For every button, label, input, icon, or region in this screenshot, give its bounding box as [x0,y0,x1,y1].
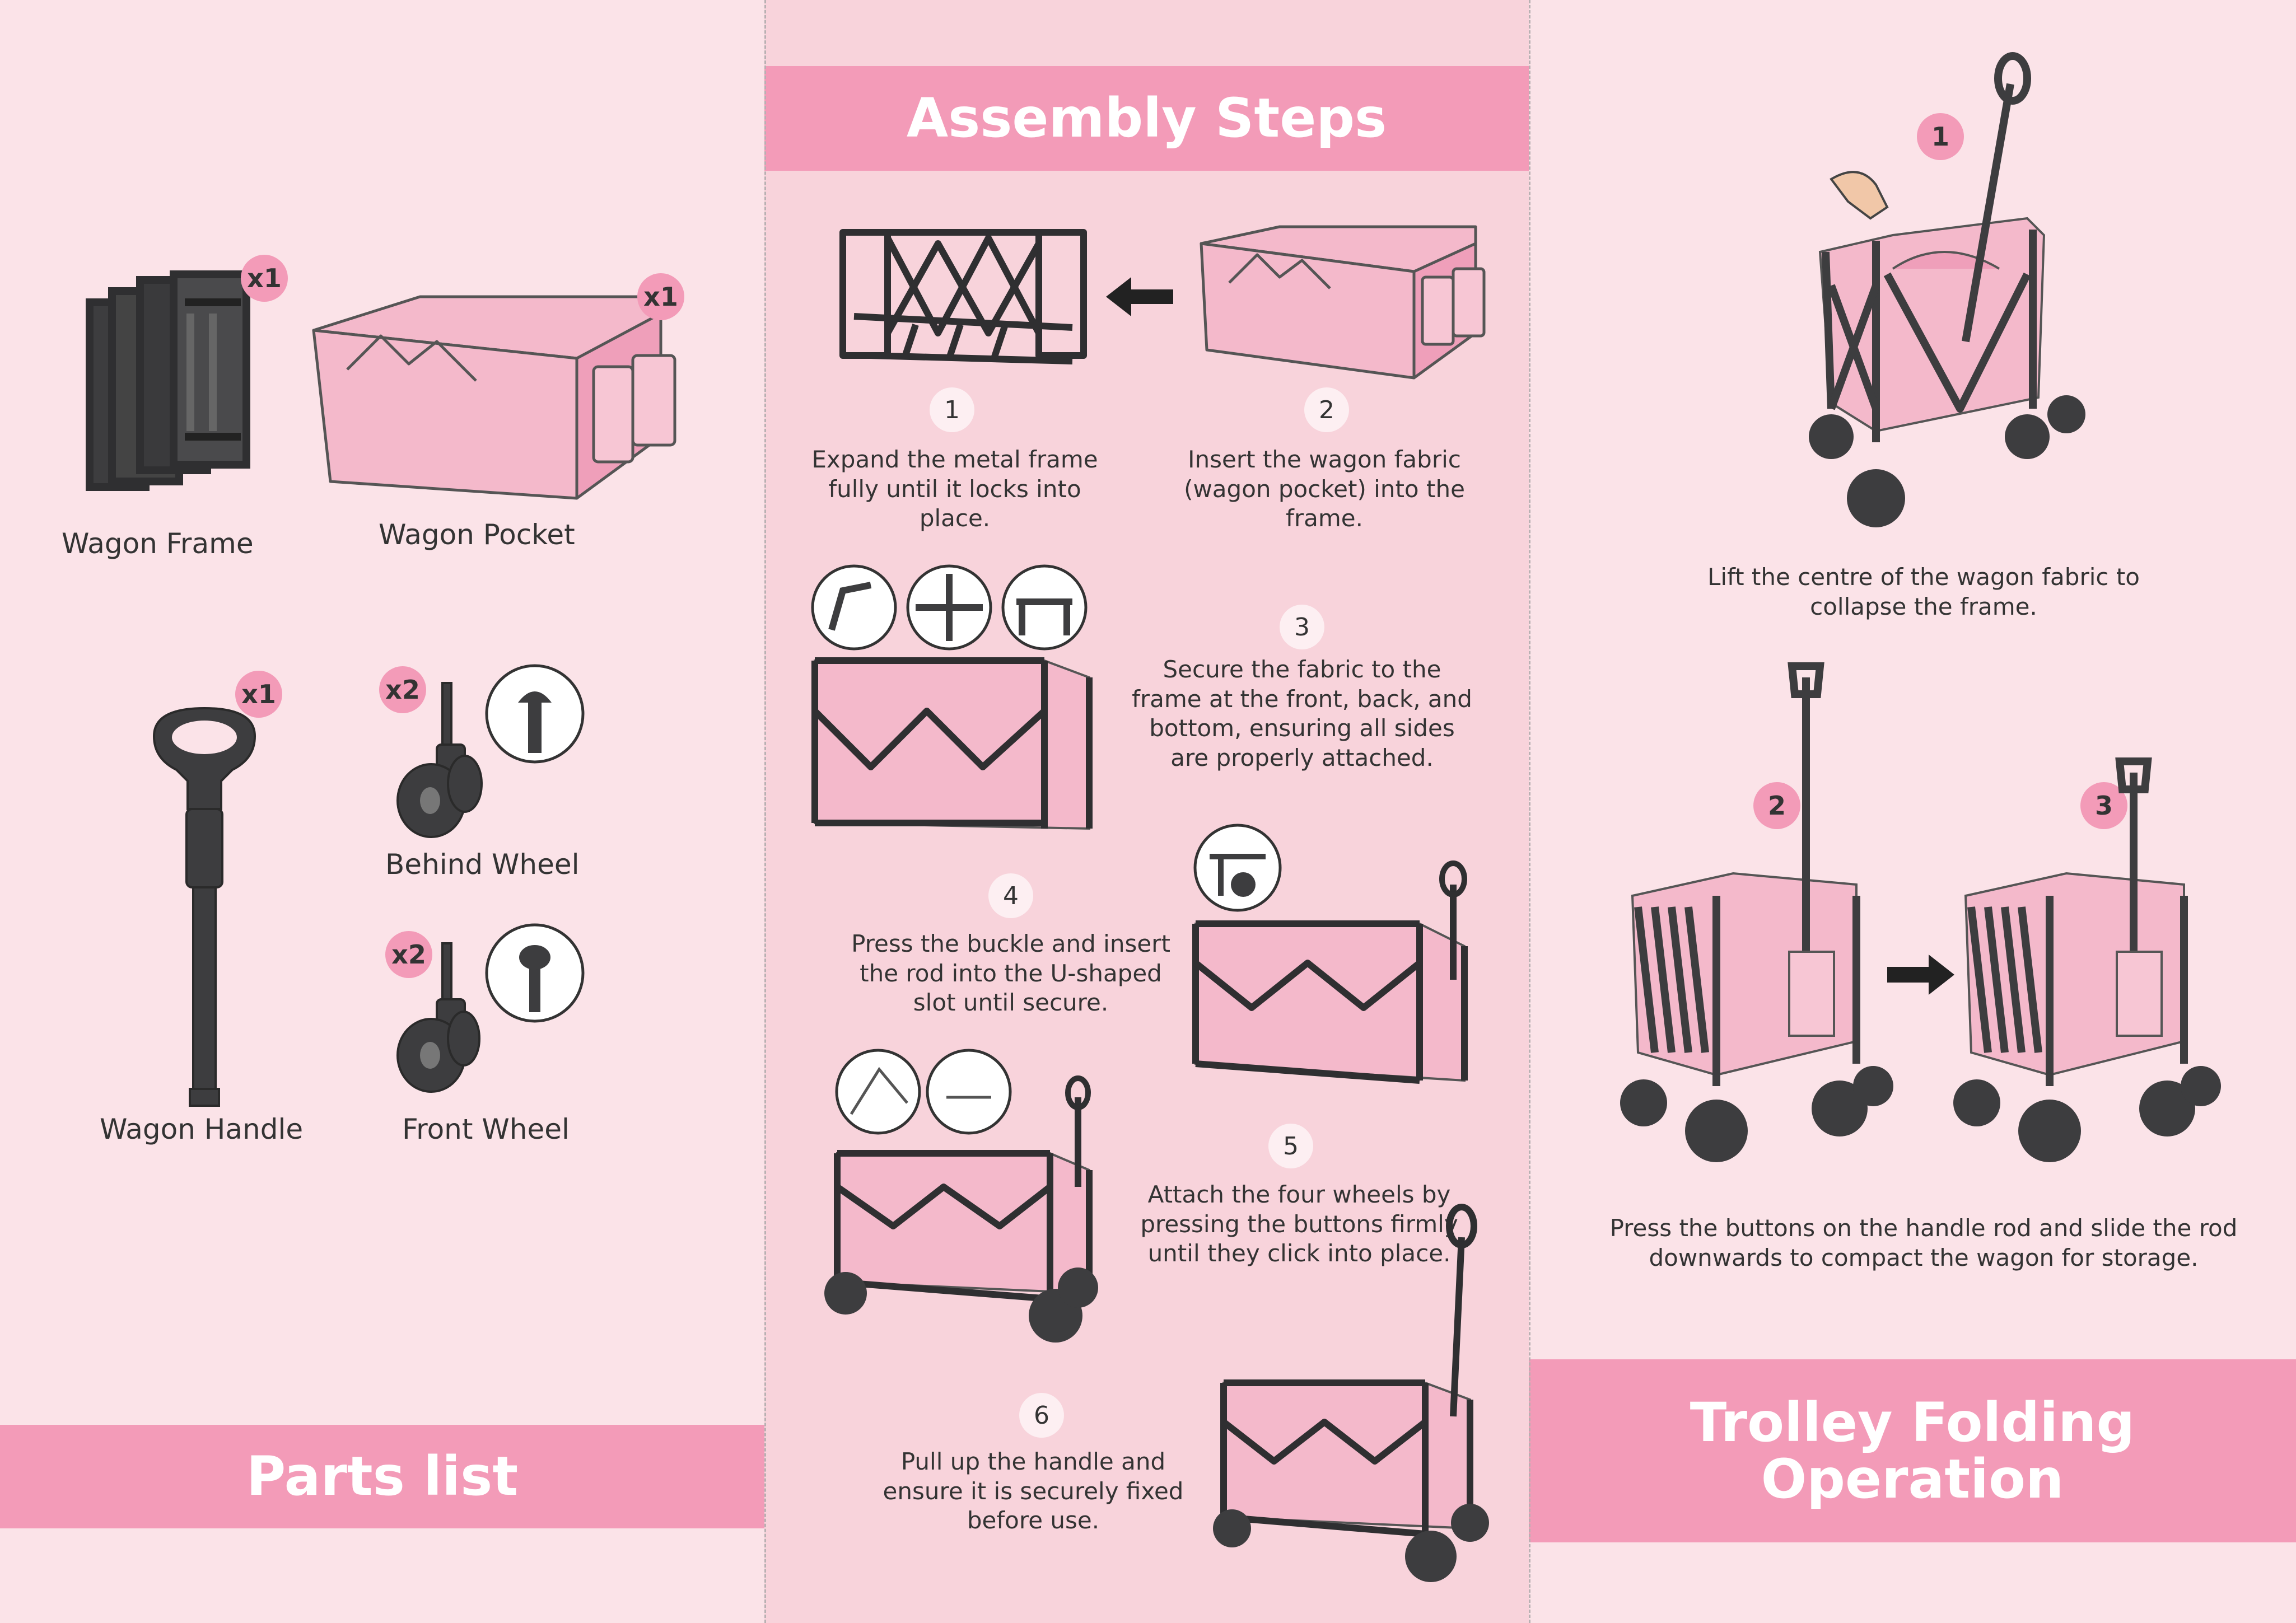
qty-badge-wagon-frame: x1 [241,255,288,302]
collapse-frame-image [1809,52,2085,527]
part-label-wagon-pocket: Wagon Pocket [379,518,575,551]
step-number-2: 2 [1304,387,1349,432]
wagon-frame-image [86,270,250,491]
parts-panel: x1 Wagon Frame x1 Wagon Pocket x1 Wagon … [0,0,764,1623]
part-label-behind-wheel: Behind Wheel [385,848,580,881]
assembly-steps-title: Assembly Steps [764,66,1529,171]
detail-circles-step-3 [811,564,1088,651]
assembled-wagon-image [1213,1204,1489,1582]
step-number-6: 6 [1019,1393,1064,1438]
step-text-5: Attach the four wheels by pressing the b… [1140,1181,1458,1267]
frame-with-handle-image [1192,860,1468,1084]
qty-badge-wagon-handle: x1 [235,671,282,718]
part-label-front-wheel: Front Wheel [402,1113,570,1145]
qty-badge-behind-wheel: x2 [379,666,426,713]
step-text-2: Insert the wagon fabric (wagon pocket) i… [1184,446,1465,532]
qty-badge-wagon-pocket: x1 [637,273,684,320]
front-wheel-detail-circle [485,923,585,1023]
step-number-4: 4 [988,873,1033,918]
arrow-left-icon [1106,277,1173,316]
parts-list-title: Parts list [0,1425,764,1528]
wagon-pocket-step-image [1200,225,1486,380]
wagon-handle-image [152,707,256,1107]
step-text-1: Expand the metal frame fully until it lo… [811,446,1098,532]
folding-step-number-1: 1 [1917,113,1964,160]
arrow-right-icon [1887,955,1954,995]
behind-wheel-detail-circle [485,664,585,764]
compacted-wagon-image [1953,757,2221,1162]
detail-circle-step-4 [1193,824,1282,912]
frame-with-wheels-image [824,1075,1098,1343]
step-number-3: 3 [1280,605,1324,649]
behind-wheel-image [396,682,483,838]
folding-panel: 1 Lift the centre of the wagon fabric to… [1529,0,2296,1623]
part-label-wagon-handle: Wagon Handle [100,1113,304,1145]
folding-step-text-1: Lift the centre of the wagon fabric to c… [1707,563,2140,620]
wagon-pocket-image [312,295,676,500]
fold-line-left [764,0,766,1623]
assembly-panel: Assembly Steps 1 Expand the metal fr [764,0,1529,1623]
step-text-4: Press the buckle and insert the rod into… [851,930,1170,1016]
step-text-6: Pull up the handle and ensure it is secu… [883,1448,1184,1534]
front-wheel-image [396,942,480,1093]
step-number-1: 1 [930,387,974,432]
part-label-wagon-frame: Wagon Frame [62,527,254,560]
frame-with-fabric-image [811,657,1093,830]
step-number-5: 5 [1268,1124,1313,1168]
detail-circles-step-5 [835,1049,1012,1135]
fold-line-right [1529,0,1530,1623]
qty-badge-front-wheel: x2 [385,931,432,978]
folded-wagon-image [1620,662,1893,1162]
step-text-3: Secure the fabric to the frame at the fr… [1132,656,1472,771]
expanded-frame-image [839,229,1087,364]
folding-step-text-3: Press the buttons on the handle rod and … [1609,1214,2238,1271]
folding-step-number-2: 2 [1753,782,1800,829]
trolley-folding-title: Trolley Folding Operation [1529,1359,2296,1542]
folding-step-number-3: 3 [2080,782,2127,829]
